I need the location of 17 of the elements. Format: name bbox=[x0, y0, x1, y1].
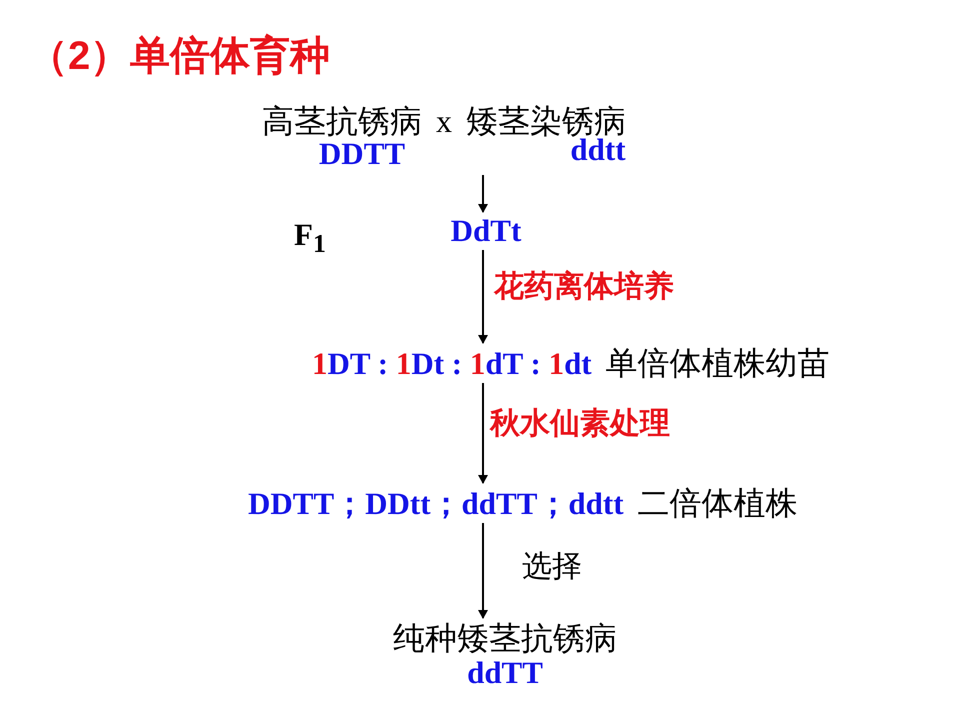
title: （2）单倍体育种 bbox=[28, 32, 330, 80]
arrow bbox=[478, 523, 488, 619]
arrow bbox=[478, 383, 488, 484]
description-text: 纯种矮茎抗锈病 bbox=[392, 620, 618, 656]
description-text: 单倍体植株幼苗 bbox=[606, 345, 830, 381]
genotype-text: ddTT bbox=[466, 656, 544, 690]
edge-label: 选择 bbox=[522, 550, 582, 584]
edge-label: 花药离体培养 bbox=[494, 270, 674, 304]
arrow bbox=[478, 175, 488, 213]
genotype-text: DdTt bbox=[450, 214, 522, 248]
genotype-text: DDTT bbox=[318, 137, 406, 171]
edge-label: 秋水仙素处理 bbox=[490, 407, 670, 441]
genotype-text: DDTT；DDtt；ddTT；ddtt bbox=[248, 487, 624, 521]
description-text: 二倍体植株 bbox=[638, 485, 798, 521]
generation-label: F$_{1}$ bbox=[294, 218, 326, 260]
arrow bbox=[478, 250, 488, 344]
genotype-text: 1DT : 1Dt : 1dT : 1dt bbox=[312, 347, 592, 381]
